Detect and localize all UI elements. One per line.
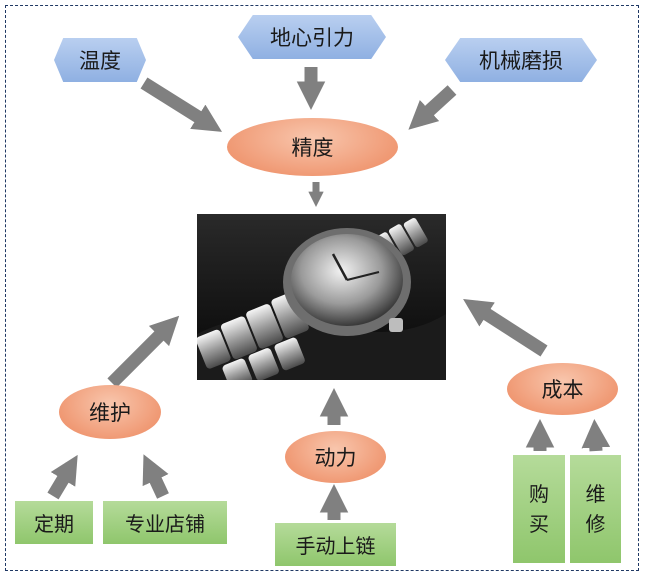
arrow-temperature-to-precision bbox=[140, 77, 223, 132]
temperature-node: 温度 bbox=[54, 38, 146, 82]
manual-winding-node: 手动上链 bbox=[275, 523, 396, 566]
arrow-store-to-maintenance bbox=[142, 454, 169, 499]
specialty-store-label: 专业店铺 bbox=[125, 512, 205, 536]
arrow-scheduled-to-maintenance bbox=[47, 454, 78, 500]
precision-node: 精度 bbox=[227, 118, 398, 176]
power-node: 动力 bbox=[285, 431, 386, 483]
gravity-label: 地心引力 bbox=[270, 26, 354, 50]
power-label: 动力 bbox=[314, 446, 357, 470]
scheduled-node: 定期 bbox=[15, 501, 93, 544]
temperature-label: 温度 bbox=[79, 49, 121, 73]
arrow-wear-to-precision bbox=[408, 85, 457, 130]
purchase-label-char-2: 买 bbox=[529, 512, 549, 536]
purchase-node: 购 买 bbox=[513, 455, 565, 563]
purchase-label-char-1: 购 bbox=[529, 482, 549, 506]
arrow-maintenance-to-watch bbox=[107, 315, 180, 388]
maintenance-node: 维护 bbox=[59, 385, 161, 439]
scheduled-label: 定期 bbox=[34, 512, 74, 536]
mechanical-wear-label: 机械磨损 bbox=[479, 49, 563, 73]
repair-label-char-1: 维 bbox=[585, 482, 606, 506]
maintenance-label: 维护 bbox=[89, 401, 131, 425]
repair-label-char-2: 修 bbox=[585, 512, 606, 536]
precision-label: 精度 bbox=[291, 136, 334, 160]
wristwatch-icon bbox=[197, 214, 446, 380]
wristwatch-photo bbox=[197, 214, 446, 380]
mechanical-wear-node: 机械磨损 bbox=[445, 38, 597, 82]
arrow-repair-to-cost bbox=[581, 419, 611, 452]
arrow-cost-to-watch bbox=[463, 298, 548, 357]
diagram-frame bbox=[5, 5, 639, 571]
gravity-node: 地心引力 bbox=[238, 15, 386, 59]
repair-node: 维 修 bbox=[570, 455, 621, 563]
specialty-store-node: 专业店铺 bbox=[103, 501, 227, 544]
manual-winding-label: 手动上链 bbox=[295, 534, 376, 558]
cost-node: 成本 bbox=[507, 363, 618, 415]
cost-label: 成本 bbox=[541, 378, 584, 402]
